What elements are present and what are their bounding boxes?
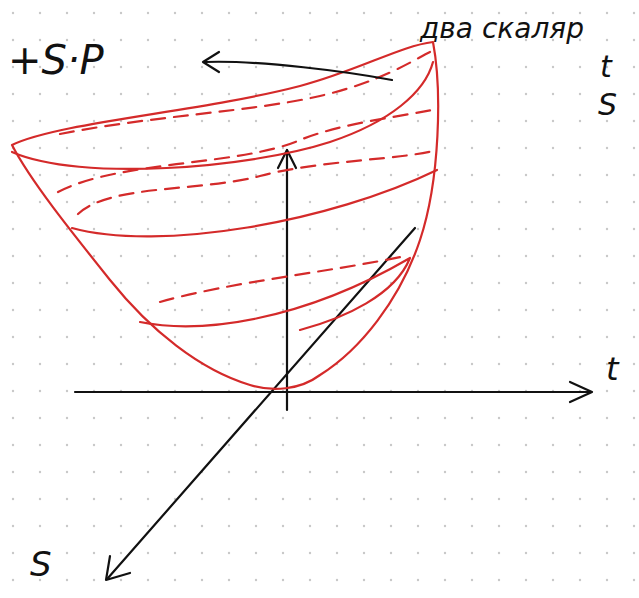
pointer-arrowhead — [203, 52, 219, 72]
s-axis — [108, 228, 415, 578]
surface-outline — [12, 42, 438, 389]
variable-name: S — [598, 88, 617, 121]
level-curve-hidden — [160, 256, 405, 302]
level-curve — [140, 258, 410, 330]
level-curve-hidden — [78, 150, 437, 214]
pointer-arrow — [205, 62, 392, 80]
variable-name: t — [600, 50, 612, 83]
note-text: два скаляр — [420, 14, 584, 45]
axis-arrowhead — [570, 382, 592, 402]
rim-curve-hidden — [60, 52, 430, 134]
vertical-axis — [286, 150, 288, 410]
axis-label: S — [30, 546, 52, 583]
formula-term: +S·P — [8, 38, 104, 82]
level-curve — [72, 170, 437, 236]
axis-label: t — [606, 352, 619, 387]
t-axis — [75, 391, 590, 393]
axis-arrowhead — [106, 556, 130, 580]
